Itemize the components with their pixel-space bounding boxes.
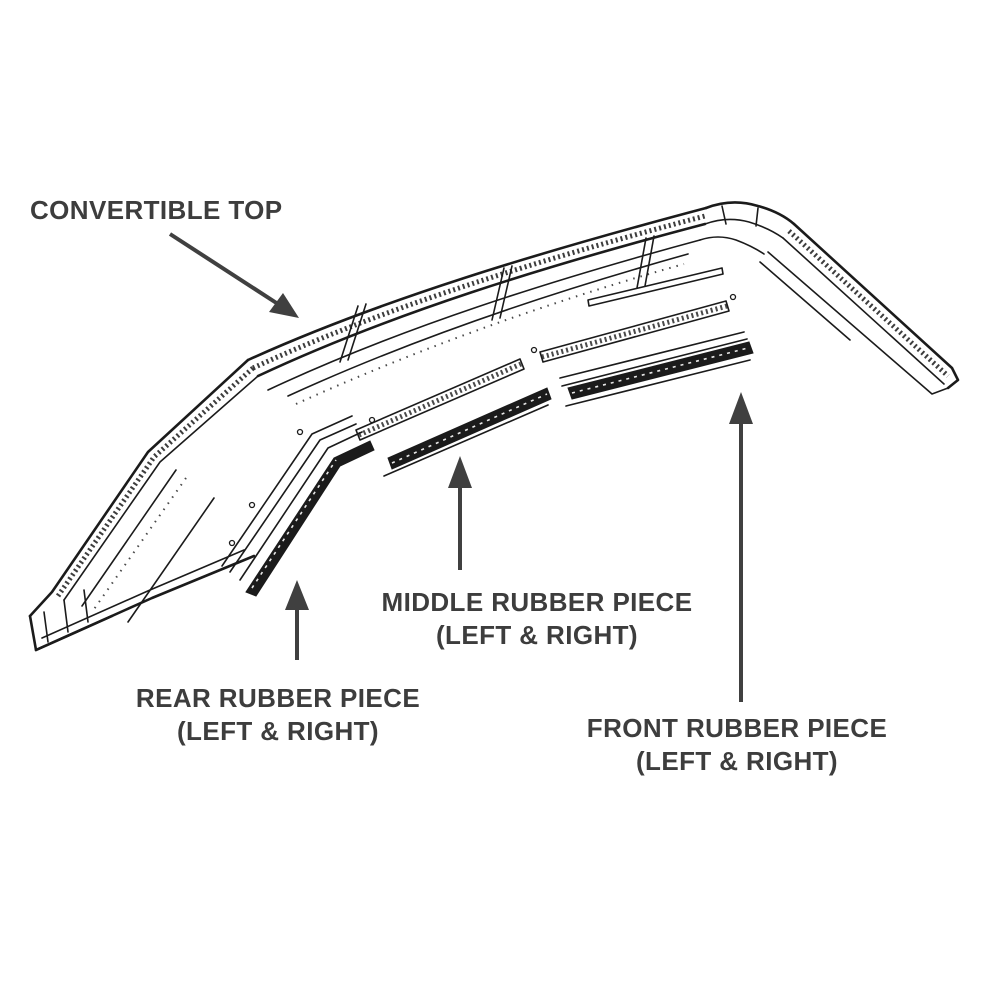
middle-rubber-arrow xyxy=(448,456,472,570)
middle-rubber-strip xyxy=(387,387,552,470)
arrowhead-icon xyxy=(448,456,472,488)
front-rubber-label-line2: (LEFT & RIGHT) xyxy=(635,746,838,776)
middle-rubber-label: MIDDLE RUBBER PIECE (LEFT & RIGHT) xyxy=(357,586,717,652)
arrowhead-icon xyxy=(285,580,309,610)
rear-rubber-label-line2: (LEFT & RIGHT) xyxy=(176,716,379,746)
convertible-top-drawing xyxy=(28,201,960,652)
arrowhead-icon xyxy=(729,392,753,424)
middle-rubber-label-line2: (LEFT & RIGHT) xyxy=(435,620,638,650)
front-rubber-strip xyxy=(567,341,754,400)
rear-rubber-label: REAR RUBBER PIECE (LEFT & RIGHT) xyxy=(98,682,458,748)
front-rubber-arrow xyxy=(729,392,753,702)
front-rubber-label-line1: FRONT RUBBER PIECE xyxy=(586,713,888,743)
front-rubber-label: FRONT RUBBER PIECE (LEFT & RIGHT) xyxy=(552,712,922,778)
convertible-top-label: CONVERTIBLE TOP xyxy=(30,195,283,225)
convertible-top-arrow xyxy=(168,232,299,318)
arrowhead-icon xyxy=(269,293,299,318)
rear-rubber-label-line1: REAR RUBBER PIECE xyxy=(135,683,421,713)
middle-rubber-label-line1: MIDDLE RUBBER PIECE xyxy=(381,587,693,617)
rear-rubber-arrow xyxy=(285,580,309,660)
rear-rubber-strip xyxy=(245,440,375,597)
